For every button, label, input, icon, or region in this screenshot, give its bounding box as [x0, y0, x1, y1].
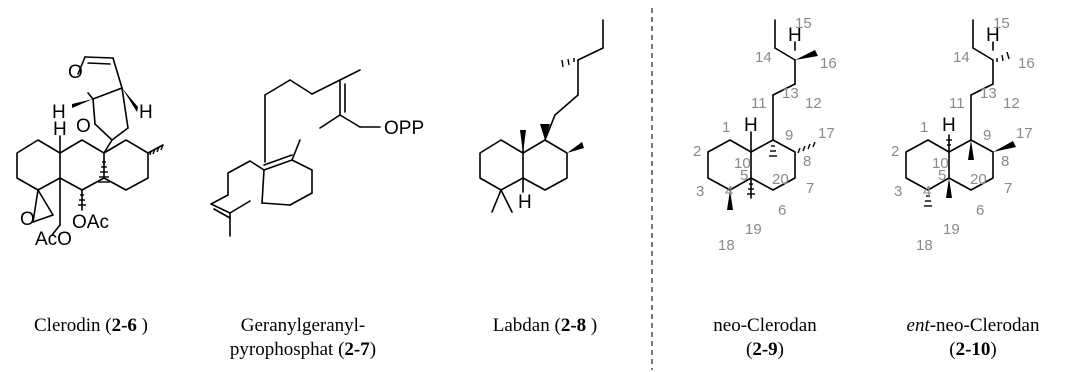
- neo-num-6: 6: [778, 202, 786, 219]
- neo-num-20: 20: [772, 171, 789, 188]
- caption-neo-clerodan-line2: (2-9): [690, 338, 840, 362]
- caption-ggpp-line1: Geranylgeranyl-: [240, 315, 366, 336]
- neo-num-1: 1: [722, 119, 730, 136]
- neo-num-11: 11: [751, 95, 767, 112]
- ent-num-14: 14: [953, 49, 970, 66]
- ent-num-11: 11: [949, 95, 965, 112]
- caption-ggpp-close: ): [369, 339, 377, 360]
- ent-num-1: 1: [920, 119, 928, 136]
- neo-num-12: 12: [805, 95, 822, 112]
- ent-num-9: 9: [983, 127, 991, 144]
- caption-neo-clerodan-number: 2-9: [752, 339, 778, 360]
- neo-num-5: 5: [740, 167, 748, 184]
- neo-c8-hash: [797, 141, 816, 154]
- clerodin-h-c10: H: [53, 119, 67, 140]
- caption-ent-neo-clerodan-number: 2-10: [955, 339, 991, 360]
- ent-num-15: 15: [993, 15, 1010, 32]
- neo-c5-hash: [747, 183, 755, 195]
- neo-num-7: 7: [806, 180, 814, 197]
- clerodin-o-top: O: [68, 62, 83, 83]
- neo-num-15: 15: [795, 15, 812, 32]
- ent-num-12: 12: [1003, 95, 1020, 112]
- ggpp-opp: OPP: [384, 118, 424, 139]
- neo-c9-hash: [769, 145, 777, 157]
- neo-num-3: 3: [696, 183, 704, 200]
- labdan-c13-hash: [561, 58, 575, 68]
- neo-num-19: 19: [745, 221, 762, 238]
- caption-clerodin: Clerodin (2-6 ): [6, 314, 176, 338]
- caption-ent-name: -neo-Clerodan: [929, 315, 1040, 336]
- clerodin-h-left: H: [52, 102, 66, 123]
- caption-ggpp-line2: pyrophosphat (2-7): [183, 338, 423, 362]
- clerodin-c8-hash: [149, 144, 164, 156]
- caption-neo-open: (: [746, 339, 753, 360]
- ent-num-4: 4: [923, 183, 931, 200]
- caption-labdan-close: ): [586, 315, 598, 336]
- clerodin-h-right: H: [139, 102, 153, 123]
- neo-num-8: 8: [803, 153, 811, 170]
- caption-clerodin-number: 2-6: [111, 315, 137, 336]
- ent-num-10: 10: [932, 155, 949, 172]
- ent-num-19: 19: [943, 221, 960, 238]
- caption-ent-prefix: ent: [906, 315, 930, 336]
- caption-ent-line1: ent-neo-Clerodan: [878, 314, 1068, 338]
- ent-num-20: 20: [970, 171, 987, 188]
- clerodin-structure: O H H O H O AcO OAc: [16, 56, 164, 250]
- neo-num-17: 17: [818, 125, 835, 142]
- caption-ent-line2: (2-10): [878, 338, 1068, 362]
- neo-h-c10: H: [744, 115, 758, 136]
- caption-neo-close: ): [777, 339, 784, 360]
- neo-num-16: 16: [820, 55, 837, 72]
- caption-clerodin-close: ): [136, 315, 148, 336]
- ent-c4-hash: [924, 195, 932, 207]
- clerodin-oac-hash: [78, 194, 86, 206]
- ent-num-18: 18: [916, 237, 933, 254]
- caption-ent-open: (: [949, 339, 956, 360]
- neo-num-2: 2: [693, 143, 701, 160]
- clerodin-o-epoxide: O: [20, 209, 35, 230]
- clerodin-o-mid: O: [76, 116, 91, 137]
- neo-num-9: 9: [785, 127, 793, 144]
- caption-ent-neo-clerodan: ent-neo-Clerodan (2-10): [878, 314, 1068, 362]
- ent-h-c13: H: [986, 25, 1000, 46]
- neo-num-14: 14: [755, 49, 772, 66]
- caption-neo-clerodan: neo-Clerodan (2-9): [690, 314, 840, 362]
- caption-ent-close: ): [990, 339, 997, 360]
- labdan-structure: H: [479, 19, 604, 213]
- clerodin-oac: OAc: [72, 212, 109, 233]
- ent-c13-hash: [996, 51, 1010, 62]
- ent-num-3: 3: [894, 183, 902, 200]
- ent-num-16: 16: [1018, 55, 1035, 72]
- neo-num-18: 18: [718, 237, 735, 254]
- caption-ggpp: Geranylgeranyl- pyrophosphat (2-7): [183, 314, 423, 362]
- labdan-h: H: [518, 192, 532, 213]
- ent-num-7: 7: [1004, 180, 1012, 197]
- caption-ggpp-number: 2-7: [344, 339, 370, 360]
- ent-num-8: 8: [1001, 153, 1009, 170]
- ggpp-structure: OPP: [210, 69, 424, 237]
- caption-clerodin-name: Clerodin (: [34, 315, 112, 336]
- caption-neo-clerodan-name: neo-Clerodan: [713, 315, 817, 336]
- ent-h-c10: H: [942, 115, 956, 136]
- ent-num-6: 6: [976, 202, 984, 219]
- ent-num-17: 17: [1016, 125, 1033, 142]
- ent-c10-hash: [946, 139, 952, 146]
- caption-labdan-number: 2-8: [560, 315, 587, 336]
- ent-num-13: 13: [980, 85, 997, 102]
- caption-labdan-name: Labdan (: [492, 315, 561, 336]
- neo-h-c13: H: [788, 25, 802, 46]
- ent-num-5: 5: [938, 167, 946, 184]
- clerodin-aco: AcO: [35, 229, 72, 250]
- ent-num-2: 2: [891, 143, 899, 160]
- ent-neo-clerodan-structure: H H 15 14 16 13 11 12 1 9 17 2 10 8 5 20…: [891, 15, 1035, 254]
- clerodin-hash-methyl: [98, 161, 110, 183]
- neo-clerodan-structure: H H 15 14 16 13 11 12 1 9 17 2 10 8 5 20…: [693, 15, 837, 254]
- neo-num-13: 13: [782, 85, 799, 102]
- caption-ggpp-name: pyrophosphat (: [229, 339, 345, 360]
- neo-num-4: 4: [725, 183, 733, 200]
- caption-labdan: Labdan (2-8 ): [470, 314, 620, 338]
- neo-num-10: 10: [734, 155, 751, 172]
